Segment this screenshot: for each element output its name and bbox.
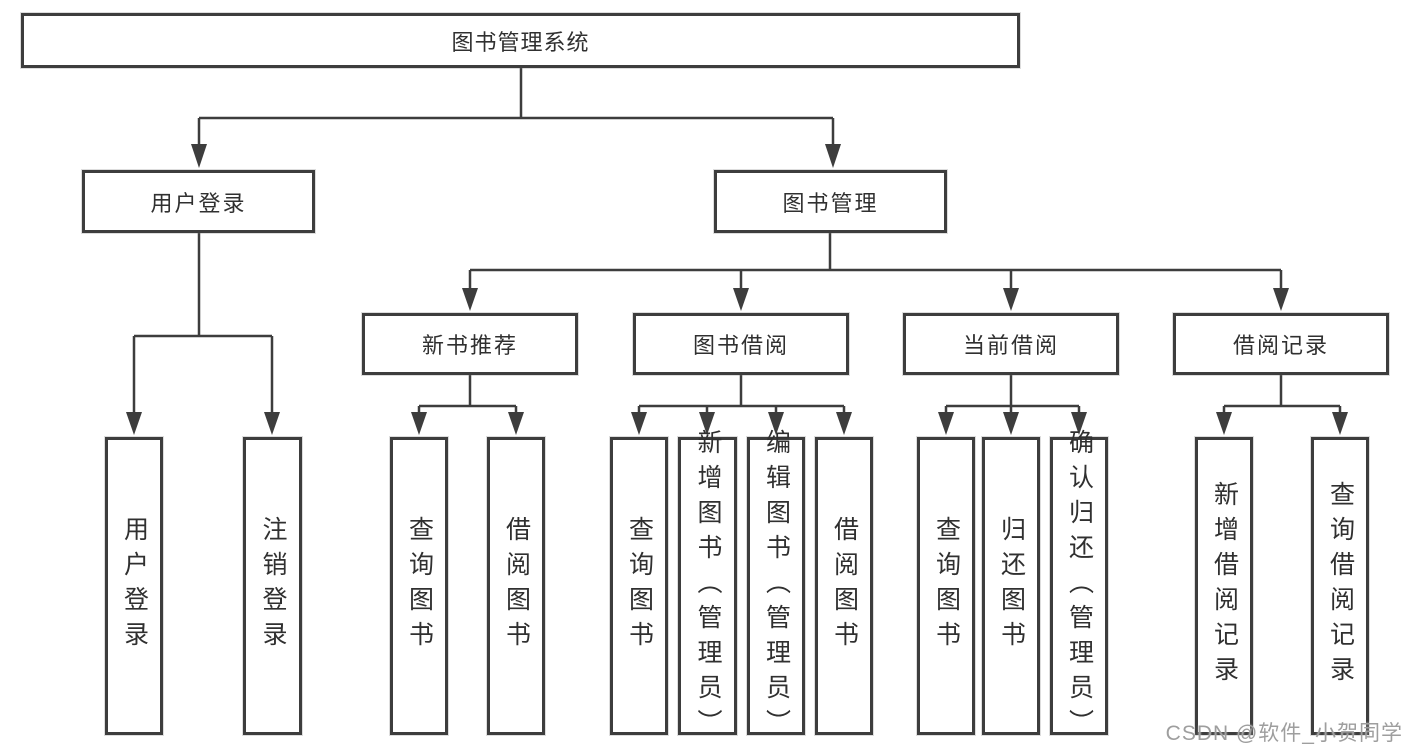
leaf-query-book-3: 查询图书 [917,437,975,735]
node-book-mgmt-label: 图书管理 [782,190,879,216]
csdn-watermark: CSDN @软件_小贺同学 [1165,722,1403,745]
node-borrow-record: 借阅记录 [1173,313,1389,375]
leaf-logout: 注销登录 [243,437,302,735]
leaf-query-book-2-label: 查询图书 [625,516,654,656]
leaf-return-book: 归还图书 [982,437,1040,735]
leaf-edit-book: 编辑图书（管理员） [747,429,805,744]
node-new-book-rec: 新书推荐 [362,313,578,375]
leaf-query-borrow-record: 查询借阅记录 [1311,437,1369,735]
leaf-user-login-label: 用户登录 [120,516,149,656]
node-book-borrow-label: 图书借阅 [692,333,789,358]
leaf-confirm-return: 确认归还（管理员） [1050,429,1108,744]
leaf-borrow-book-2: 借阅图书 [815,437,873,735]
node-current-borrow: 当前借阅 [903,313,1119,375]
leaf-logout-label: 注销登录 [259,516,287,656]
node-book-borrow: 图书借阅 [633,313,849,375]
node-new-book-rec-label: 新书推荐 [421,333,518,358]
node-user-login-label: 用户登录 [150,190,247,216]
node-borrow-record-label: 借阅记录 [1232,333,1329,358]
node-root-label: 图书管理系统 [451,29,590,55]
leaf-borrow-book-1: 借阅图书 [487,437,545,735]
leaf-query-borrow-record-label: 查询借阅记录 [1326,481,1355,691]
leaf-query-book-1: 查询图书 [390,437,448,735]
leaf-borrow-book-1-label: 借阅图书 [502,516,531,656]
node-book-mgmt: 图书管理 [714,170,947,233]
node-root: 图书管理系统 [21,13,1020,68]
node-current-borrow-label: 当前借阅 [962,333,1059,358]
leaf-add-book-label: 新增图书（管理员） [694,428,722,744]
node-user-login: 用户登录 [82,170,315,233]
leaf-add-book: 新增图书（管理员） [678,429,737,744]
leaf-add-borrow-record-label: 新增借阅记录 [1210,481,1239,691]
leaf-query-book-3-label: 查询图书 [932,516,961,656]
leaf-query-book-1-label: 查询图书 [405,516,434,656]
leaf-confirm-return-label: 确认归还（管理员） [1065,428,1094,744]
leaf-query-book-2: 查询图书 [610,437,668,735]
leaf-add-borrow-record: 新增借阅记录 [1195,437,1253,735]
leaf-borrow-book-2-label: 借阅图书 [830,516,859,656]
leaf-user-login: 用户登录 [105,437,163,735]
arrowheads [126,144,1348,435]
leaf-edit-book-label: 编辑图书（管理员） [762,428,791,744]
leaf-return-book-label: 归还图书 [997,516,1026,656]
